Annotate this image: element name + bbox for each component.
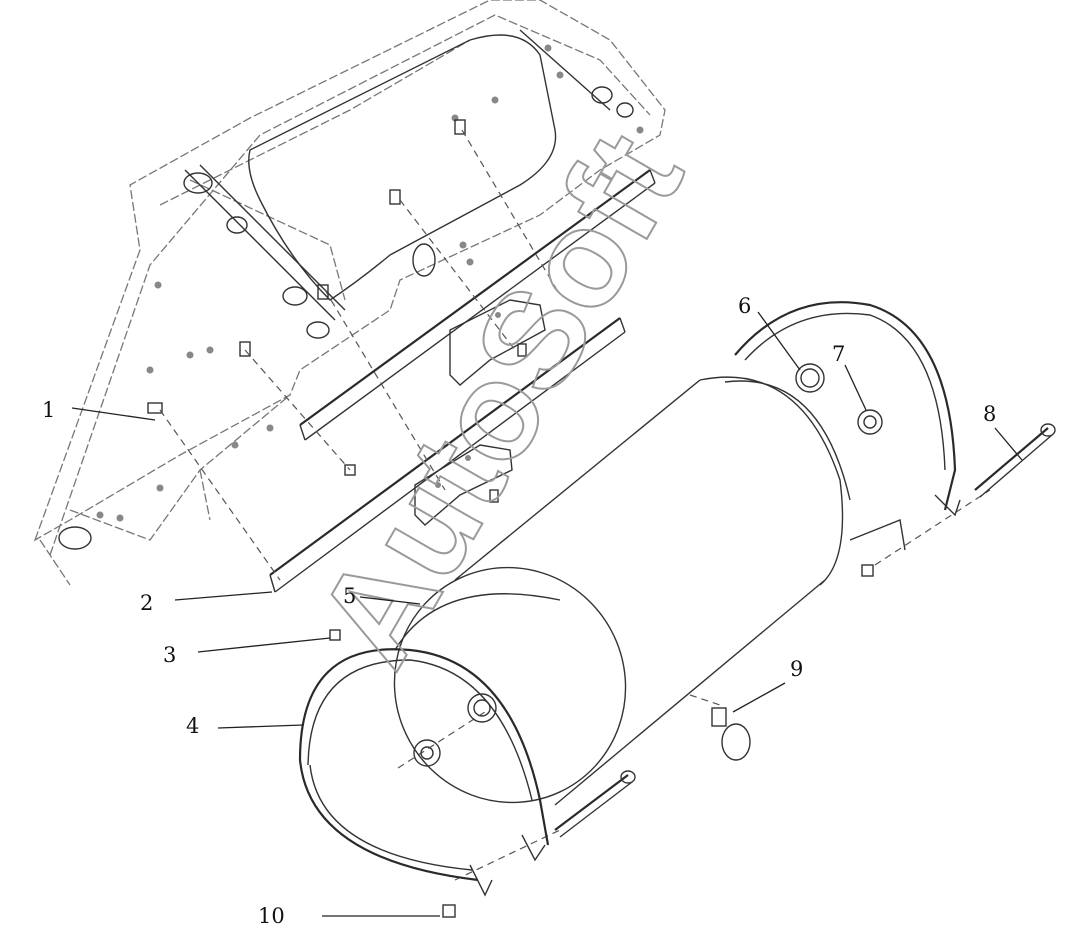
- callout-5: 5: [343, 584, 356, 608]
- callout-1: 1: [42, 398, 55, 422]
- callout-8: 8: [983, 402, 996, 426]
- callout-2: 2: [140, 591, 153, 615]
- nuts: [442, 564, 874, 918]
- tank-brackets: [414, 299, 546, 526]
- callout-3: 3: [163, 643, 176, 667]
- vehicle-frame: [33, 0, 666, 586]
- callout-9: 9: [790, 657, 803, 681]
- fuel-tank: [393, 363, 883, 806]
- mounting-rails: [269, 169, 656, 593]
- drain-fitting: [711, 707, 751, 761]
- callout-10: 10: [258, 904, 285, 928]
- callout-7: 7: [832, 342, 845, 366]
- tank-straps: [298, 301, 961, 897]
- callout-4: 4: [186, 714, 199, 738]
- callout-labels: 1 2 3 4 5 6 7 8 9 10: [42, 294, 996, 928]
- callout-leaders: [71, 311, 1023, 917]
- assembly-lines: [159, 129, 991, 881]
- mounting-bolts: [147, 119, 466, 641]
- strap-bolts: [554, 423, 1056, 838]
- callout-6: 6: [738, 294, 751, 318]
